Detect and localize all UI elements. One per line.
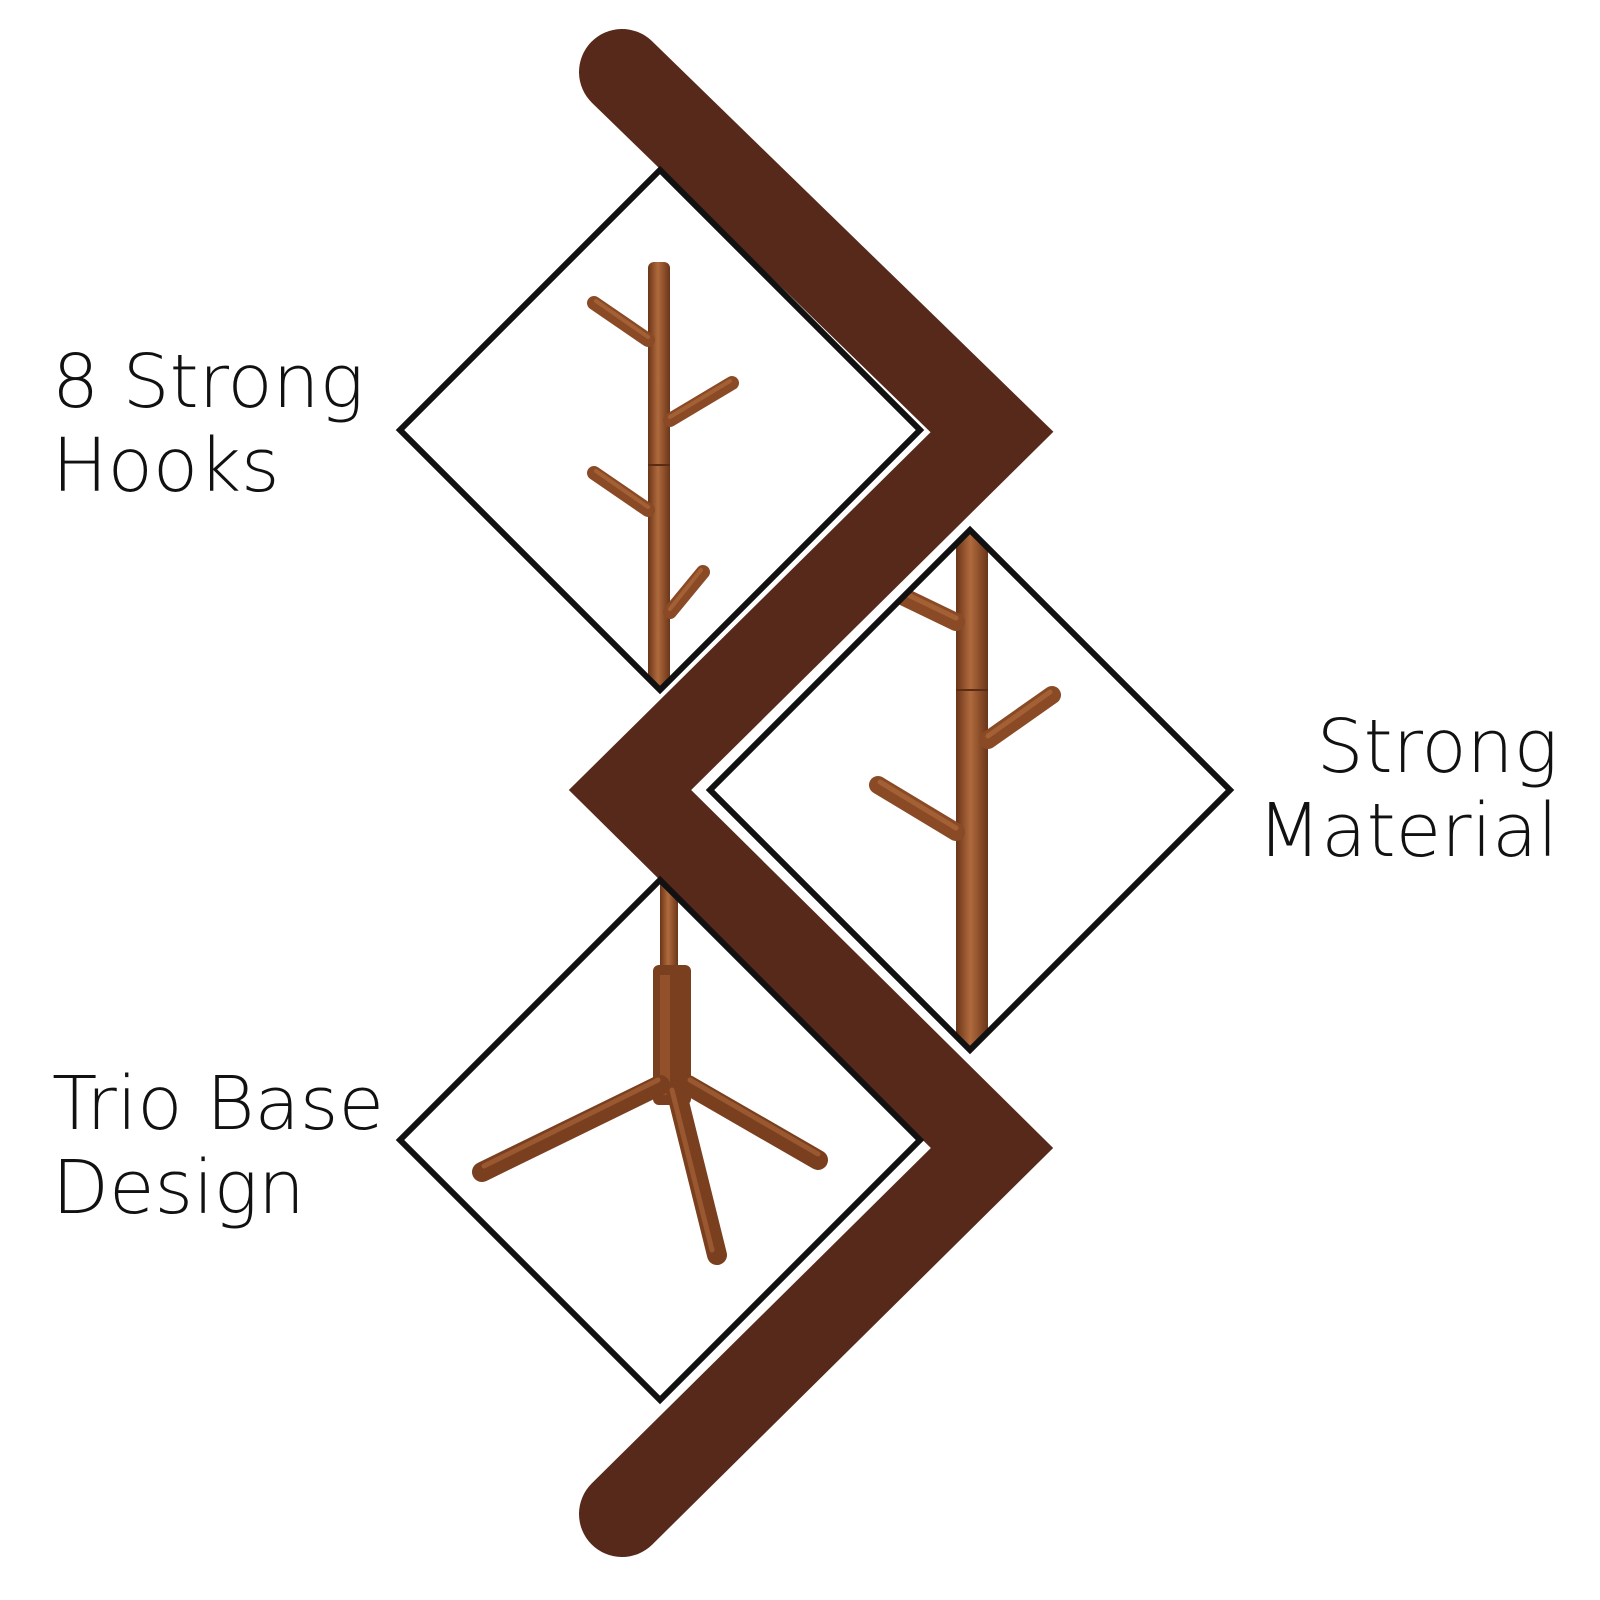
coat-rack-top-hooks-image [587,262,739,690]
zigzag-chevron-band [568,29,1054,1557]
diamond-frame-base [395,875,925,1405]
feature-label-base: Trio Base Design [52,1062,384,1230]
feature-label-material-line2: Material [1257,788,1558,874]
coat-rack-tripod-base-image [472,880,828,1265]
coat-rack-pole-closeup-image [869,530,1061,1050]
feature-label-material: Strong Material [1257,705,1558,873]
feature-label-base-line2: Design [52,1145,305,1231]
diamond-frame-hooks [395,165,925,695]
feature-label-base-line1: Trio Base [52,1061,384,1147]
feature-label-material-line1: Strong [1316,704,1558,790]
feature-label-hooks-line1: 8 Strong [52,339,364,425]
diamond-frame-material [705,525,1235,1055]
feature-label-hooks: 8 Strong Hooks [52,340,364,508]
feature-label-hooks-line2: Hooks [52,423,280,509]
